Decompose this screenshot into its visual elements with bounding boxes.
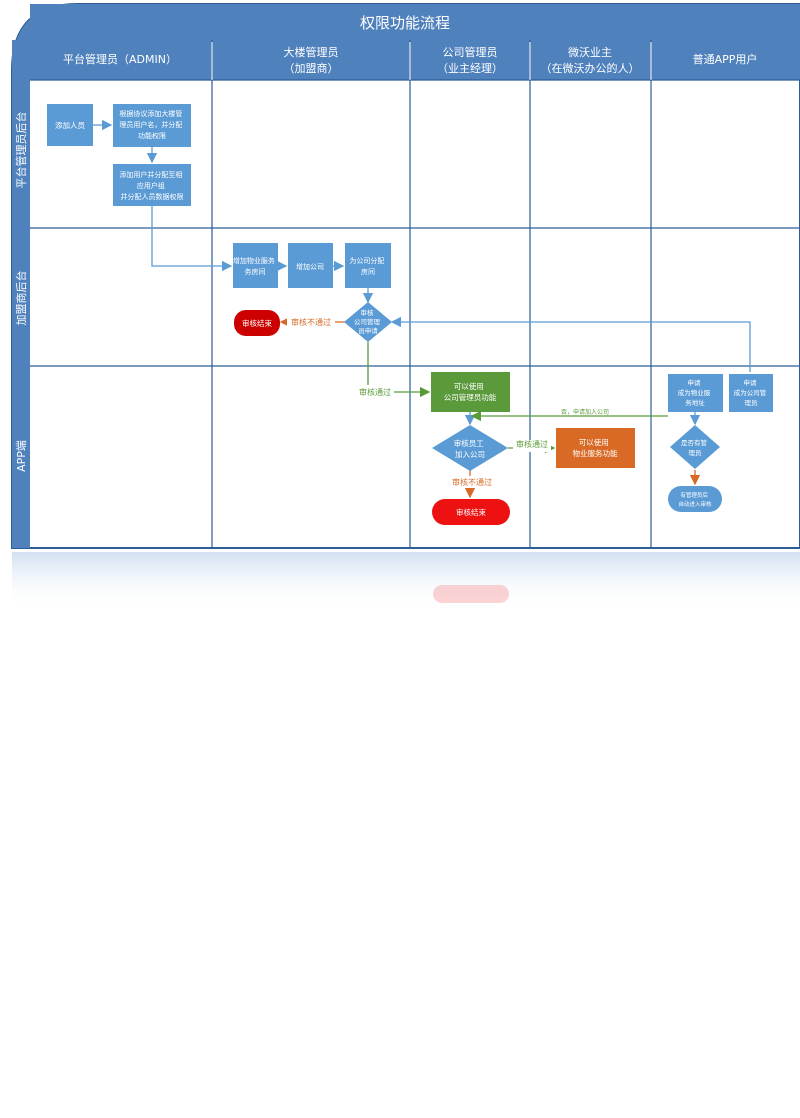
- column-header-tenant: 微沃业主: [568, 45, 612, 59]
- column-header-admin: 平台管理员（ADMIN）: [63, 52, 177, 66]
- node-add-member-text: 添加人员: [55, 120, 85, 130]
- column-header-building-sub: （加盟商）: [284, 61, 339, 75]
- lane-label-franchise: 加盟商后台: [14, 271, 28, 326]
- node-review-end-2-text: 审核结束: [456, 507, 486, 517]
- node-employee-function-text: 可以使用 物业服务功能: [573, 437, 618, 458]
- node-add-property-service: 增加物业服务 务房间: [233, 243, 278, 288]
- node-auto-join: 有管理员后 自动进入审核: [668, 486, 722, 512]
- column-header-building: 大楼管理员: [284, 45, 339, 59]
- node-review-end-2: 审核结束: [432, 499, 510, 525]
- lane-label-app: APP端: [15, 440, 28, 472]
- node-apply-property: 申请 成为物业服 务地址: [668, 374, 723, 412]
- node-assign-rooms-text: 为公司分配 房间: [349, 256, 386, 276]
- edge-group-to-service: [151, 206, 233, 272]
- node-apply-property-text: 申请 成为物业服 务地址: [678, 378, 713, 407]
- node-employee-function: 可以使用 物业服务功能: [556, 428, 635, 468]
- lane-label-band: [12, 80, 30, 548]
- column-header-company: 公司管理员: [443, 45, 498, 59]
- node-assign-rooms: 为公司分配 房间: [345, 243, 391, 288]
- column-header-tenant-sub: （在微沃办公的人）: [541, 61, 640, 75]
- lane-label-platform: 平台管理员后台: [14, 112, 28, 189]
- node-review-decision: 审核 公司管理 员申请: [344, 302, 392, 342]
- node-company-admin-function-text: 可以使用 公司管理员功能: [444, 381, 497, 402]
- node-add-company-text: 增加公司: [296, 262, 324, 271]
- node-create-building-account-text: 根据协议添加大楼管 理员用户名，并分配 功能权限: [119, 109, 184, 140]
- node-create-building-account: 根据协议添加大楼管 理员用户名，并分配 功能权限: [113, 104, 191, 147]
- column-header-band: [30, 40, 800, 80]
- label-rejected-2: 审核不通过: [452, 477, 492, 487]
- node-is-company-admin: 是否有管 理员: [670, 425, 720, 469]
- label-rejected-1: 审核不通过: [291, 317, 331, 327]
- node-is-company-admin-text: 是否有管 理员: [681, 438, 709, 457]
- node-review-end-1-text: 审核结束: [242, 318, 272, 328]
- column-header-app-user: 普通APP用户: [693, 52, 758, 66]
- label-apply-join: 否，申请加入公司: [561, 408, 609, 416]
- node-auto-join-text: 有管理员后 自动进入审核: [678, 491, 712, 508]
- node-review-end-1: 审核结束: [234, 310, 280, 336]
- node-review-decision-text: 审核 公司管理 员申请: [354, 308, 382, 335]
- swimlane-grid: [30, 40, 800, 548]
- diagram-title: 权限功能流程: [360, 14, 450, 32]
- node-add-user-group-text: 添加用户并分配至相 应用户组 并分配人员数据权限: [119, 170, 184, 201]
- diagram-frame: [11, 3, 800, 549]
- label-approved-1: 审核通过: [359, 387, 391, 397]
- edge-apply-admin-to-review: [390, 316, 751, 372]
- node-add-company: 增加公司: [288, 243, 333, 288]
- node-apply-company-admin: 申请 成为公司管 理员: [729, 374, 773, 412]
- node-apply-company-admin-text: 申请 成为公司管 理员: [734, 378, 769, 407]
- label-approved-2: 审核通过: [516, 439, 548, 449]
- node-review-employee: 审核员工 加入公司: [432, 425, 508, 471]
- column-header-company-sub: （业主经理）: [437, 62, 503, 75]
- node-review-employee-text: 审核员工 加入公司: [454, 438, 486, 459]
- node-add-member: 添加人员: [47, 104, 93, 146]
- node-add-property-service-text: 增加物业服务 务房间: [233, 256, 277, 276]
- node-add-user-group: 添加用户并分配至相 应用户组 并分配人员数据权限: [113, 164, 191, 206]
- node-company-admin-function: 可以使用 公司管理员功能: [431, 372, 510, 412]
- diagram-reflection: [12, 552, 800, 610]
- column-header: 平台管理员（ADMIN） 大楼管理员 （加盟商） 公司管理员 （业主经理） 微沃…: [63, 45, 757, 75]
